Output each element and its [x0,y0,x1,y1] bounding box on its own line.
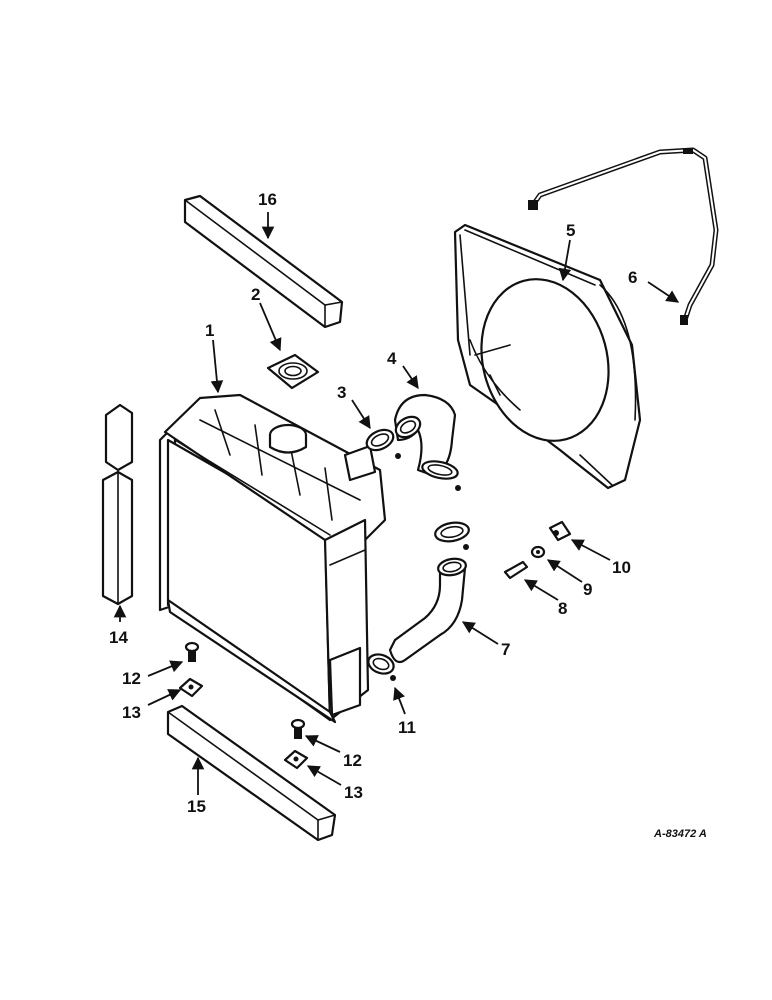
callout-10: 10 [612,558,631,577]
upper-hose-clamp [365,428,401,459]
callout-16: 16 [258,190,277,209]
lower-seal-strip [166,704,337,842]
mounting-bolt-right [290,718,306,739]
callout-2: 2 [251,285,260,304]
callout-6: 6 [628,268,637,287]
callout-4: 4 [387,349,397,368]
drawing-number: A-83472 A [653,828,707,840]
side-seal-strip [101,403,134,606]
lower-hose [388,557,467,664]
callout-13-left: 13 [122,703,141,722]
callout-11: 11 [398,718,416,737]
callout-5: 5 [566,221,575,240]
upper-hose-lower-clamp [421,460,461,491]
radiator-assembly [158,393,387,724]
callout-12-right: 12 [343,751,362,770]
callout-7: 7 [501,640,510,659]
drain-valve [548,520,572,542]
mounting-plate-right [283,749,309,770]
cap-gasket [266,353,320,390]
overflow-tube [528,147,719,325]
drain-washer [530,545,546,559]
fan-shroud [453,223,642,490]
callout-8: 8 [558,599,567,618]
drain-cock [503,560,529,580]
callout-14: 14 [109,628,128,647]
mounting-plate-left [178,677,204,698]
mounting-bolt-left [184,641,200,662]
callout-3: 3 [337,383,346,402]
upper-seal-strip [183,194,344,329]
callout-12-left: 12 [122,669,141,688]
lower-hose-clamp [367,653,396,681]
callout-1: 1 [205,321,214,340]
leader-lines [113,212,680,795]
callout-13-right: 13 [344,783,363,802]
callout-15: 15 [187,797,206,816]
callout-9: 9 [583,580,592,599]
lower-hose-upper-clamp [434,521,470,550]
